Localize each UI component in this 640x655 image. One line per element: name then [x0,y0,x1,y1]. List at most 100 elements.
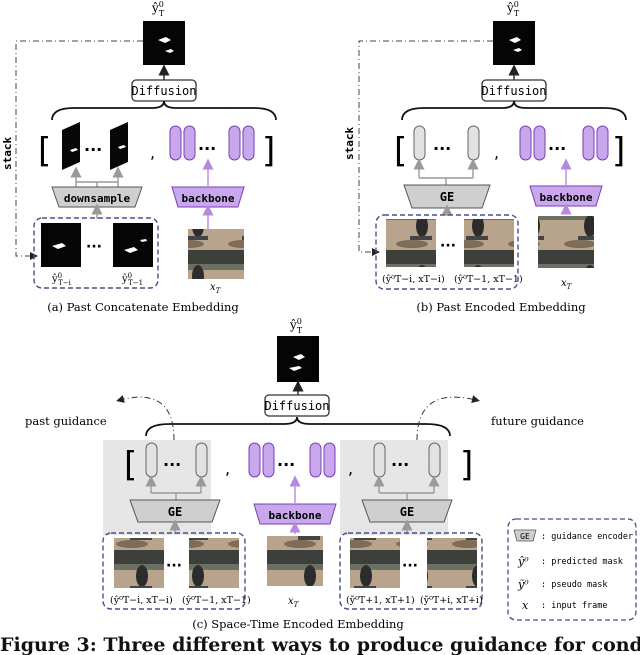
panel-c-bracket-left: [ [124,445,137,485]
panel-a-backbone-label: backbone [182,192,235,205]
panel-b-embed-4 [533,125,546,161]
panel-c-past-embed-1 [145,442,158,478]
panel-a-bracket-left: [ [38,131,51,171]
legend-ge-chip-label: GE [520,532,530,541]
panel-b-ellipsis-1: ··· [433,139,451,158]
legend-ge-text: : guidance encoder [541,532,633,542]
past-guidance-label: past guidance [25,414,107,428]
legend-predicted-text: : predicted mask [541,557,623,567]
panel-a-past-ellipsis: ··· [86,239,102,255]
panel-a-embed-4 [242,125,255,161]
legend: GE : guidance encoder ŷ⁰ : predicted mas… [507,518,637,621]
panel-c-embed-2 [262,442,275,478]
panel-b-output-mask [493,21,535,65]
panel-a-downsample-box [51,186,143,208]
panel-c-past-ellipsis: ··· [166,558,182,574]
panel-b-ellipsis-2: ··· [548,139,566,158]
panel-b-embed-3 [519,125,532,161]
panel-c-frame-label-2: (ŷ⁰T−1, xT−1) [182,595,251,606]
panel-c-embed-3 [309,442,322,478]
panel-c-diffusion-label: Diffusion [264,399,329,413]
panel-a-caption: (a) Past Concatenate Embedding [47,300,239,314]
panel-c-past-frame-2 [185,538,239,588]
panel-b-past-frame-2 [460,219,514,267]
panel-c-future-frame-1 [346,538,400,588]
panel-a-comma: , [150,143,155,162]
legend-predicted-symbol: ŷ⁰ [517,555,529,568]
legend-pseudo-symbol: ỹ⁰ [517,578,529,591]
panel-c-bracket-right: ] [460,445,473,485]
panel-c-frame-label-3: (ỹ⁰T+1, xT+1) [346,595,415,606]
panel-a-past-frames-box [33,217,159,289]
panel-b-input-frame [538,216,594,268]
panel-b-stack-label: stack [343,127,356,160]
panel-c-comma-1: , [225,459,230,478]
panel-a-stack-label: stack [1,137,14,170]
panel-b-backbone-label: backbone [540,191,593,204]
panel-c-comma-2: , [348,459,353,478]
panel-b-ge-box [403,184,491,209]
panel-c-caption: (c) Space-Time Encoded Embedding [192,617,404,631]
panel-b-ge-label: GE [440,190,454,204]
panel-c-diffusion-box [264,394,330,417]
panel-a-mask-stack-1 [62,122,80,170]
panel-b-past-ellipsis: ··· [440,238,456,254]
panel-c-ellipsis-2: ··· [277,455,295,474]
panel-b-past-frame-1 [382,219,436,267]
panel-a-diffusion-label: Diffusion [131,84,196,98]
panel-c-frame-label-1: (ŷ⁰T−i, xT−i) [110,595,173,606]
panel-a-embed-3 [228,125,241,161]
panel-c-ge-right-label: GE [400,505,414,519]
panel-c-past-frames-box [102,532,246,610]
future-guidance-label: future guidance [491,414,584,428]
panel-b-past-frames-box [375,214,519,290]
legend-box [507,518,637,621]
panel-c-input-frame [267,536,323,586]
legend-ge-chip [513,529,537,542]
panel-a-backbone-box [171,186,245,208]
panel-c-future-ellipsis: ··· [402,558,418,574]
panel-a-input-frame [188,229,244,279]
panel-a-bracket-right: ] [262,131,275,171]
panel-c-ge-left-box [129,499,221,523]
panel-b-backbone-box [529,185,603,207]
legend-pseudo-text: : pseudo mask [541,580,608,590]
panel-c-backbone-box [253,503,337,525]
panel-c-ge-left-label: GE [168,505,182,519]
panel-c-past-frame-1 [110,538,164,588]
panel-c-future-frames-box [339,532,483,610]
panel-b-embed-1 [413,125,426,161]
panel-c-backbone-label: backbone [269,509,322,522]
panel-c-ellipsis-3: ··· [391,455,409,474]
panel-c-embed-1 [248,442,261,478]
panel-a-embed-1 [169,125,182,161]
panel-c-future-embed-2 [428,442,441,478]
panel-a-embed-2 [183,125,196,161]
panel-a-past-mask-2 [113,223,153,267]
panel-c-input-label: xT [288,596,300,609]
panel-c-embed-4 [323,442,336,478]
legend-input-text: : input frame [541,601,608,611]
panel-c-frame-label-4: (ỹ⁰T+i, xT+i) [420,595,483,606]
panel-a-mask-stack-2 [110,122,128,170]
panel-b-comma: , [494,143,499,162]
panel-b-bracket-left: [ [394,131,407,171]
panel-a-input-label: xT [210,282,222,295]
panel-c-past-embed-2 [195,442,208,478]
panel-b-embed-6 [596,125,609,161]
panel-b-embed-5 [582,125,595,161]
panel-c-future-embed-1 [373,442,386,478]
panel-b-past-label-1: (ŷ⁰T−i, xT−i) [382,274,445,285]
panel-b-caption: (b) Past Encoded Embedding [416,300,586,314]
panel-c-ge-right-box [361,499,453,523]
panel-b-input-label: xT [561,278,573,291]
